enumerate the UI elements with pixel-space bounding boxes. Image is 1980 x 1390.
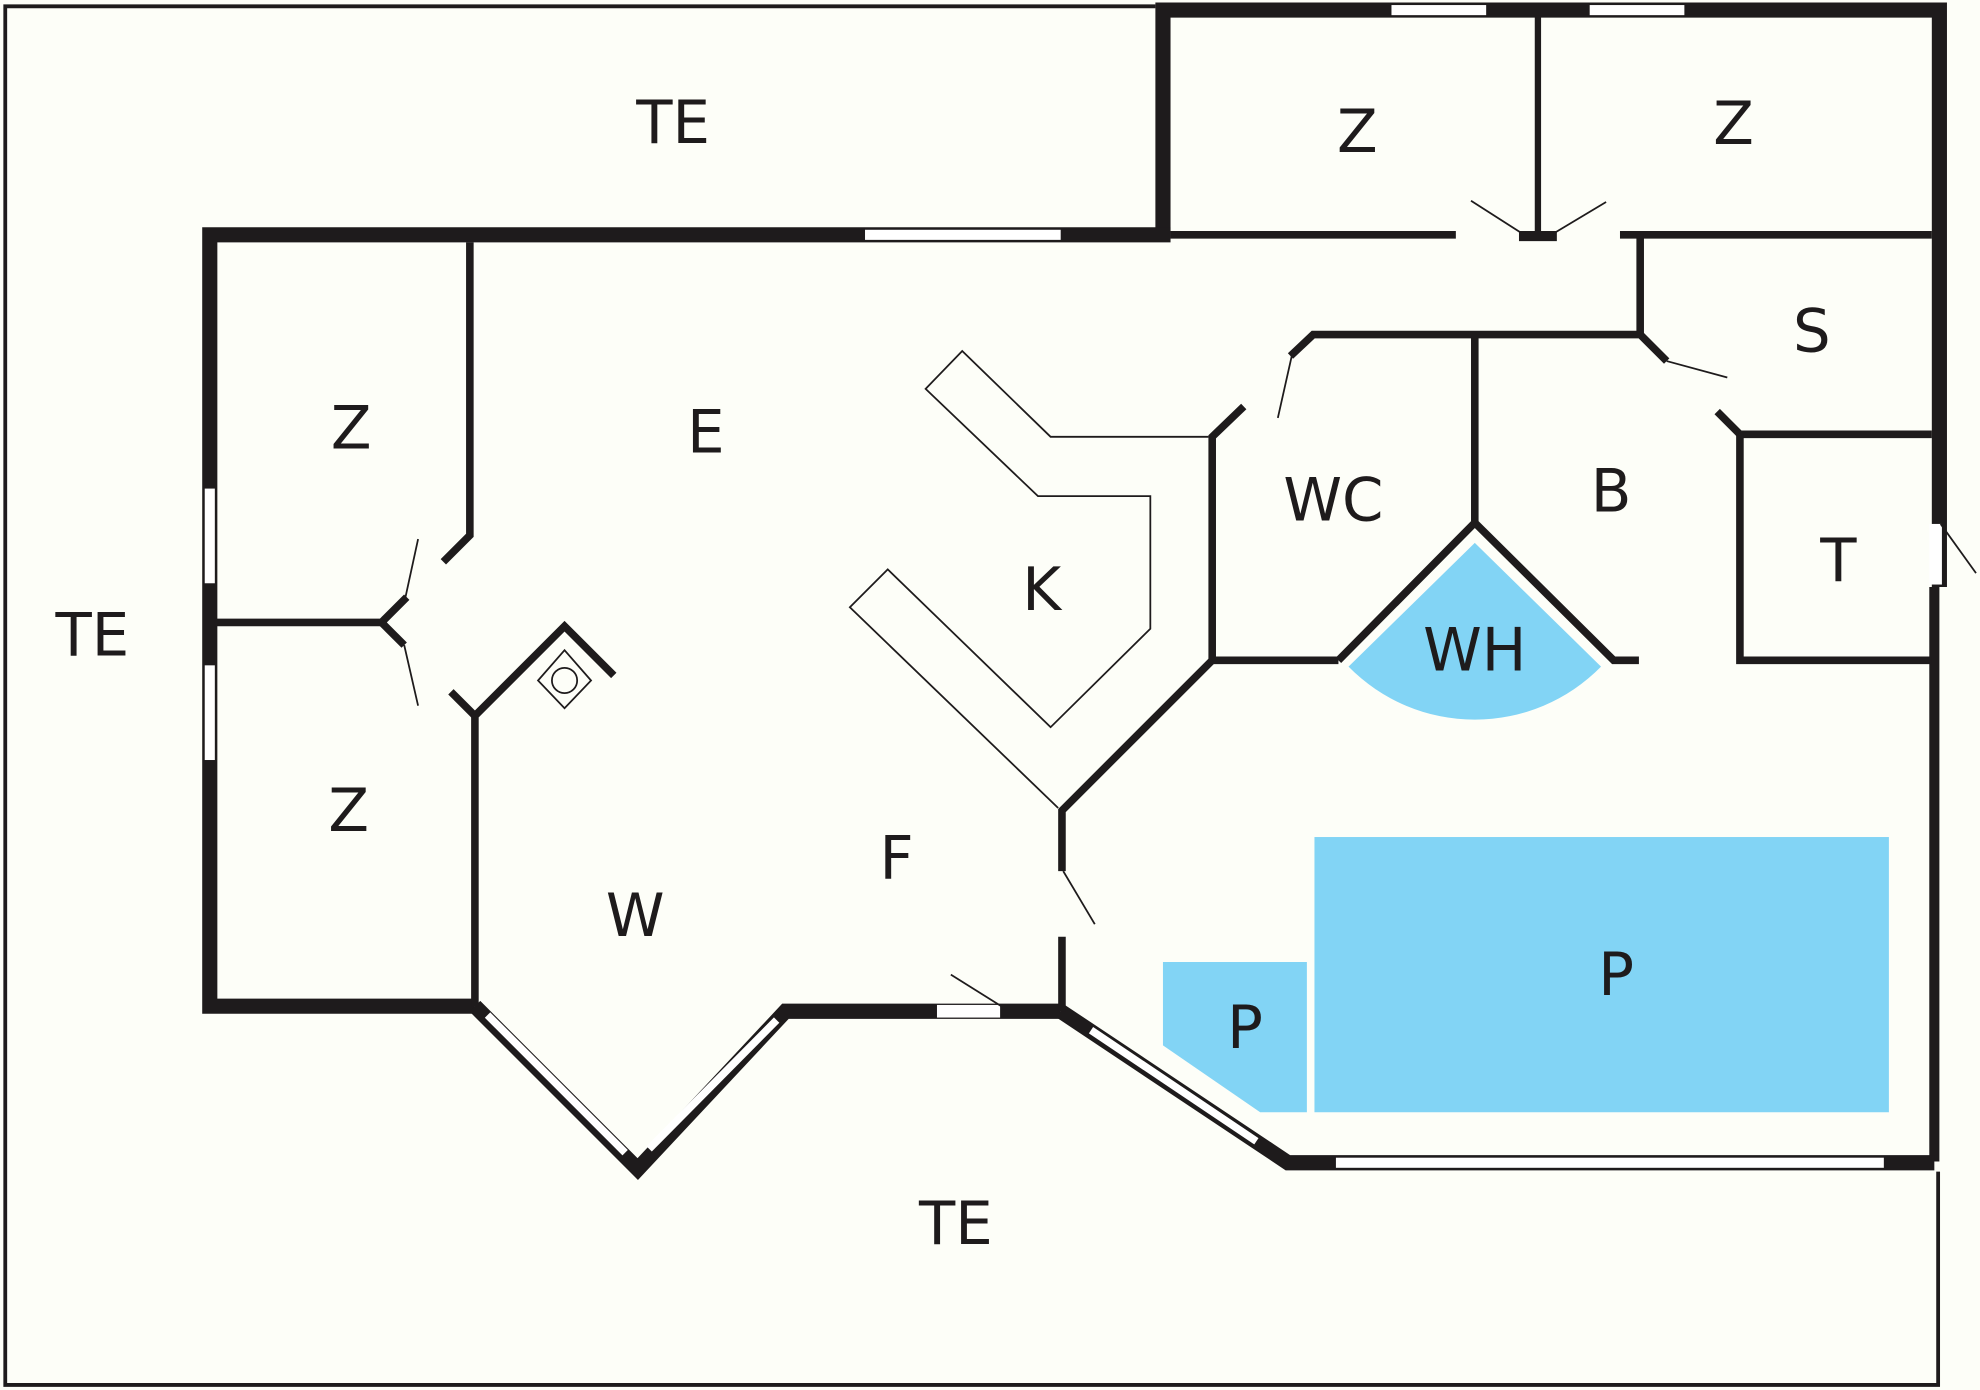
- room-label-hallway: F: [880, 824, 914, 893]
- window: [1088, 1027, 1259, 1145]
- window: [1335, 1157, 1884, 1168]
- doorway: [936, 1004, 1001, 1018]
- door-swing: [1666, 360, 1728, 379]
- kitchen-counters: [848, 349, 1209, 809]
- doorway: [1929, 523, 1942, 585]
- door-swing: [1555, 201, 1607, 234]
- windows: [204, 5, 1942, 1168]
- door-swing: [403, 644, 419, 706]
- whirlpool-basin: [1348, 542, 1602, 720]
- room-label-bedroom-left-2: Z: [328, 776, 369, 845]
- window: [204, 665, 215, 761]
- room-label-terrace-bottom: TE: [918, 1189, 993, 1258]
- room-labels: TE TE TE Z Z Z Z E K W F WC B WH S T P P: [55, 88, 1858, 1258]
- room-label-living: W: [606, 881, 665, 950]
- terrace-boundary: [3, 4, 1941, 1387]
- window: [484, 1012, 628, 1156]
- room-label-whirlpool: WH: [1423, 616, 1526, 685]
- room-label-sauna: S: [1793, 296, 1831, 365]
- room-label-bedroom-top-2: Z: [1713, 89, 1754, 158]
- door-swing: [950, 973, 1002, 1007]
- window: [865, 229, 1061, 240]
- room-label-bathroom: B: [1591, 457, 1632, 526]
- room-label-kitchen: K: [1022, 555, 1063, 624]
- pool-large-basin: [1314, 837, 1889, 1113]
- door-swings: [403, 199, 1977, 1007]
- pool-small-basin: [1162, 962, 1307, 1113]
- room-label-dining: E: [687, 397, 725, 466]
- room-label-technical: T: [1819, 526, 1857, 595]
- room-label-bedroom-left-1: Z: [331, 393, 372, 462]
- door-swing: [1062, 870, 1096, 925]
- room-label-pool-large: P: [1598, 940, 1634, 1009]
- door-swing: [1939, 523, 1977, 574]
- interior-walls: [214, 15, 1932, 1012]
- room-label-terrace-top: TE: [635, 88, 710, 157]
- door-swing: [1276, 355, 1293, 419]
- door-swing: [404, 538, 419, 598]
- fireplace-icon: [536, 648, 593, 710]
- room-label-bedroom-top-1: Z: [1337, 97, 1378, 166]
- window: [646, 1017, 780, 1152]
- window: [1589, 5, 1685, 16]
- room-label-terrace-left: TE: [55, 601, 130, 670]
- room-label-toilet: WC: [1283, 465, 1383, 534]
- door-swing: [1470, 199, 1521, 234]
- room-label-pool-small: P: [1227, 993, 1263, 1062]
- window: [204, 488, 215, 584]
- window: [1391, 5, 1487, 16]
